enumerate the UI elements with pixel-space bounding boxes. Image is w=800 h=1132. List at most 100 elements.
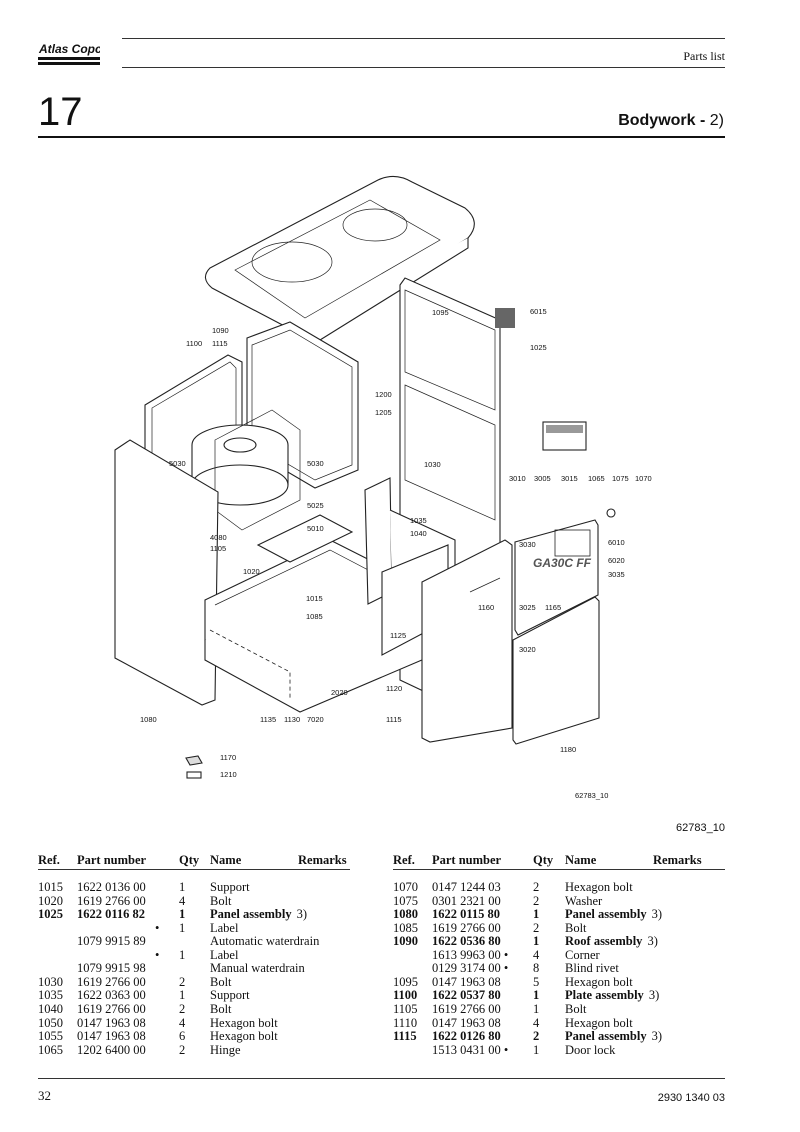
- part-ref: 1055: [38, 1029, 63, 1044]
- right-header-rule: [393, 869, 725, 870]
- callout-label: 1160: [478, 603, 494, 612]
- part-name: Panel assembly: [210, 907, 292, 922]
- part-number: 1613 9963 00 •: [432, 947, 509, 962]
- part-number: 1619 2766 00: [77, 1001, 146, 1016]
- part-qty: 1: [533, 934, 540, 949]
- part-name: Bolt: [210, 974, 232, 989]
- col-header-remarks: Remarks: [298, 853, 347, 867]
- part-remarks: 3): [647, 934, 658, 949]
- col-header-part-number: Part number: [77, 853, 147, 867]
- part-ref: 1040: [38, 1001, 63, 1016]
- part-number: 0147 1963 08: [432, 974, 501, 989]
- header-top-rule: [122, 38, 725, 39]
- part-number: 0147 1963 08: [432, 1015, 501, 1030]
- part-ref: 1035: [38, 988, 63, 1003]
- part-name: Roof assembly: [565, 934, 643, 949]
- part-ref: 1115: [393, 1029, 417, 1044]
- atlas-copco-logo: Atlas Copco: [38, 40, 109, 68]
- section-title-suffix: 2): [709, 112, 724, 129]
- part-name: Door lock: [565, 1042, 616, 1057]
- figure-reference: 62783_10: [676, 822, 725, 834]
- part-name: Hexagon bolt: [565, 1015, 633, 1030]
- part-name: Washer: [565, 893, 603, 908]
- part-name: Hexagon bolt: [210, 1029, 278, 1044]
- part-number: 0301 2321 00: [432, 893, 501, 908]
- part-name: Bolt: [210, 1001, 232, 1016]
- part-name: Plate assembly: [565, 988, 644, 1003]
- part-ref: 1070: [393, 880, 418, 894]
- callout-label: 1200: [375, 390, 392, 399]
- part-number: 1202 6400 00: [77, 1042, 146, 1057]
- callout-label: 1125: [390, 631, 406, 640]
- part-qty: 1: [533, 907, 540, 922]
- part-number: 1513 0431 00 •: [432, 1042, 509, 1057]
- callout-label: 3025: [519, 603, 536, 612]
- part-number: 1619 2766 00: [77, 893, 146, 908]
- exploded-view-figure: GA30C FF 1090 1100 1115 1095 6015 1025 1…: [114, 175, 652, 800]
- callout-label: 1015: [306, 594, 323, 603]
- part-row: 1025 1622 0116 82 1 Panel assembly 3): [0, 907, 800, 922]
- part-number: •: [155, 920, 160, 935]
- callout-label: 1065: [588, 474, 605, 483]
- col-header-name: Name: [210, 853, 242, 867]
- part-qty: 4: [533, 947, 540, 962]
- part-qty: 2: [179, 1001, 186, 1016]
- part-name: Support: [210, 988, 250, 1003]
- part-name: Panel assembly: [565, 1029, 647, 1044]
- part-qty: 2: [533, 1029, 540, 1044]
- part-qty: 4: [533, 1015, 540, 1030]
- part-remarks: 3): [651, 1029, 663, 1044]
- callout-label: 1210: [220, 770, 237, 779]
- header-bottom-rule: [122, 67, 725, 68]
- section-title-text: Bodywork: [618, 112, 696, 129]
- part-row: 1040 1619 2766 00 2 Bolt: [0, 1001, 800, 1017]
- svg-text:Atlas Copco: Atlas Copco: [38, 42, 100, 56]
- part-qty: 1: [533, 1001, 540, 1016]
- part-name: Hinge: [210, 1042, 241, 1057]
- part-number: 1622 0116 82: [77, 907, 146, 922]
- callout-label: 1180: [560, 745, 576, 754]
- part-ref: 1075: [393, 893, 418, 908]
- part-name: Label: [210, 920, 239, 935]
- col-header-name: Name: [565, 853, 597, 867]
- title-rule: [38, 136, 725, 138]
- part-name: Blind rivet: [565, 961, 619, 976]
- callout-label: 6020: [608, 556, 625, 565]
- page-number: 32: [38, 1088, 51, 1103]
- figure-panel-text: GA30C FF: [533, 556, 592, 570]
- part-qty: 2: [533, 880, 540, 894]
- part-name: Hexagon bolt: [565, 974, 633, 989]
- part-qty: 1: [533, 988, 540, 1003]
- part-qty: 1: [179, 920, 186, 935]
- callout-label: 2020: [331, 688, 348, 697]
- part-ref: 1025: [38, 907, 63, 922]
- part-name: Corner: [565, 947, 600, 962]
- part-number: 1619 2766 00: [432, 920, 501, 935]
- callout-label: 1115: [386, 715, 402, 724]
- callout-label: 5030: [307, 459, 324, 468]
- part-ref: 1080: [393, 907, 418, 922]
- part-ref: 1030: [38, 974, 63, 989]
- figure-callouts: 1090 1100 1115 1095 6015 1025 1200 1205 …: [140, 307, 652, 800]
- part-number: 1619 2766 00: [432, 1001, 501, 1016]
- part-remarks: 3): [296, 907, 308, 922]
- part-name: Hexagon bolt: [565, 880, 633, 894]
- callout-label: 1020: [243, 567, 260, 576]
- callout-label: 1115: [212, 339, 228, 348]
- part-ref: 1085: [393, 920, 418, 935]
- callout-label: 5025: [307, 501, 324, 510]
- callout-label: 1085: [306, 612, 323, 621]
